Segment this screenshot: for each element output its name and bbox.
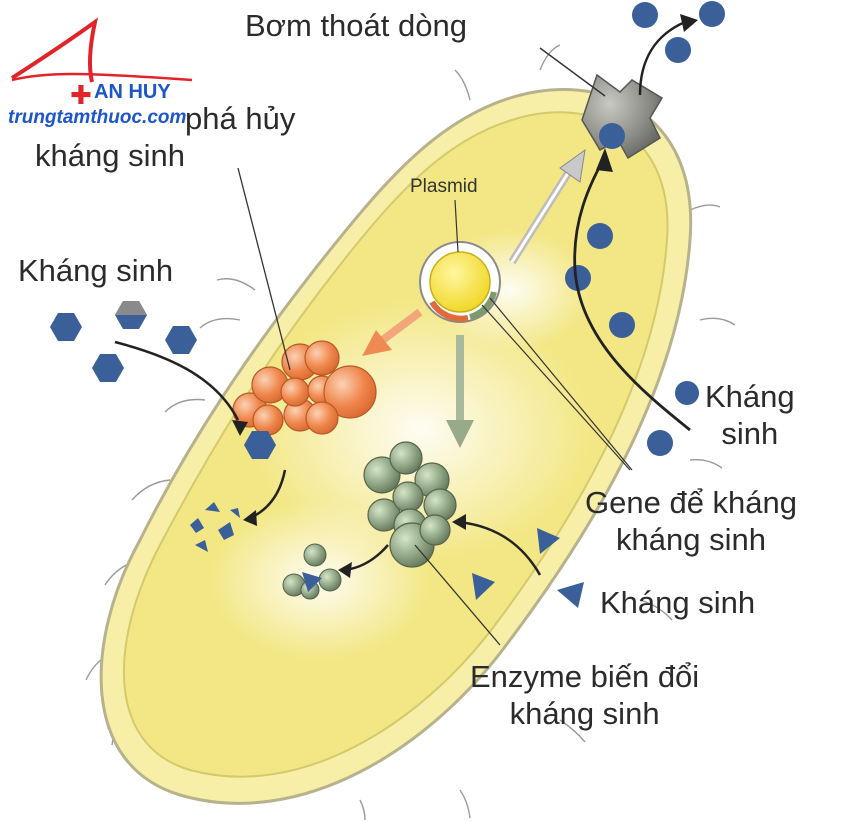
- efflux-arrow: [638, 20, 686, 96]
- logo-cross-icon: ✚: [70, 80, 92, 110]
- efflux-arrow-head: [680, 14, 698, 32]
- logo: ✚ AN HUY trungtamthuoc.com: [0, 20, 210, 135]
- green-modify-arrow-head: [338, 562, 352, 578]
- plasmid-to-pump-arrow: [508, 148, 586, 265]
- label-antibiotic-right: Kháng sinh: [705, 378, 795, 452]
- destroyed-antibiotic-fragments: [190, 502, 240, 552]
- label-efflux-pump: Bơm thoát dòng: [245, 8, 467, 43]
- destroy-arrow-head: [243, 510, 257, 526]
- label-plasmid: Plasmid: [410, 176, 478, 197]
- destroy-pointer: [237, 167, 291, 371]
- logo-name: AN HUY: [94, 81, 171, 103]
- antibiotic-entry-left-head: [232, 420, 248, 436]
- label-destroy-line1: phá hủy: [185, 101, 296, 136]
- antibiotic-entry-path: [573, 159, 691, 432]
- efflux-pump-pointer: [539, 47, 606, 97]
- label-antibiotic-right-line2: sinh: [721, 416, 779, 452]
- label-antibiotic-bottom: Kháng sinh: [600, 585, 756, 620]
- label-enzyme-line1: Enzyme biến đổi: [470, 659, 700, 694]
- hexagon-damage: [115, 301, 147, 315]
- antibiotic-molecule: [599, 123, 625, 149]
- label-enzyme-line2: kháng sinh: [509, 696, 660, 732]
- logo-url: trungtamthuoc.com: [8, 107, 187, 128]
- antibiotic-entry-bottom: [457, 520, 542, 576]
- plasmid-to-green-arrow: [446, 335, 474, 448]
- label-gene: Gene để kháng kháng sinh: [585, 484, 797, 558]
- plasmid-to-orange-arrow: [362, 308, 423, 356]
- label-antibiotic-left: Kháng sinh: [18, 253, 174, 288]
- antibiotic-triangles: [472, 528, 584, 608]
- green-enzyme-cluster: [363, 441, 457, 568]
- efflux-pump: [581, 73, 664, 160]
- antibiotic-circles: [565, 1, 725, 456]
- label-enzyme: Enzyme biến đổi kháng sinh: [470, 658, 699, 732]
- antibiotic-hexagons: [50, 301, 276, 459]
- label-gene-line1: Gene để kháng: [585, 485, 798, 520]
- label-destroy-line2: kháng sinh: [35, 138, 185, 174]
- label-destroy-antibiotic: phá hủy kháng sinh: [35, 100, 295, 174]
- label-antibiotic-right-line1: Kháng: [705, 379, 795, 414]
- logo-mark: [10, 17, 193, 83]
- orange-enzyme-cluster: [232, 340, 377, 436]
- gene-pointer-lines: [481, 297, 633, 471]
- modified-antibiotic: [282, 543, 342, 600]
- antibiotic-entry-bottom-head: [452, 514, 466, 530]
- label-gene-line2: kháng sinh: [616, 522, 766, 558]
- antibiotic-entry-arrow-head: [596, 148, 613, 172]
- enzyme-pointer: [414, 544, 501, 646]
- antibiotic-entry-left: [114, 340, 240, 421]
- plasmid-pointer: [454, 199, 459, 253]
- plasmid: [419, 241, 501, 323]
